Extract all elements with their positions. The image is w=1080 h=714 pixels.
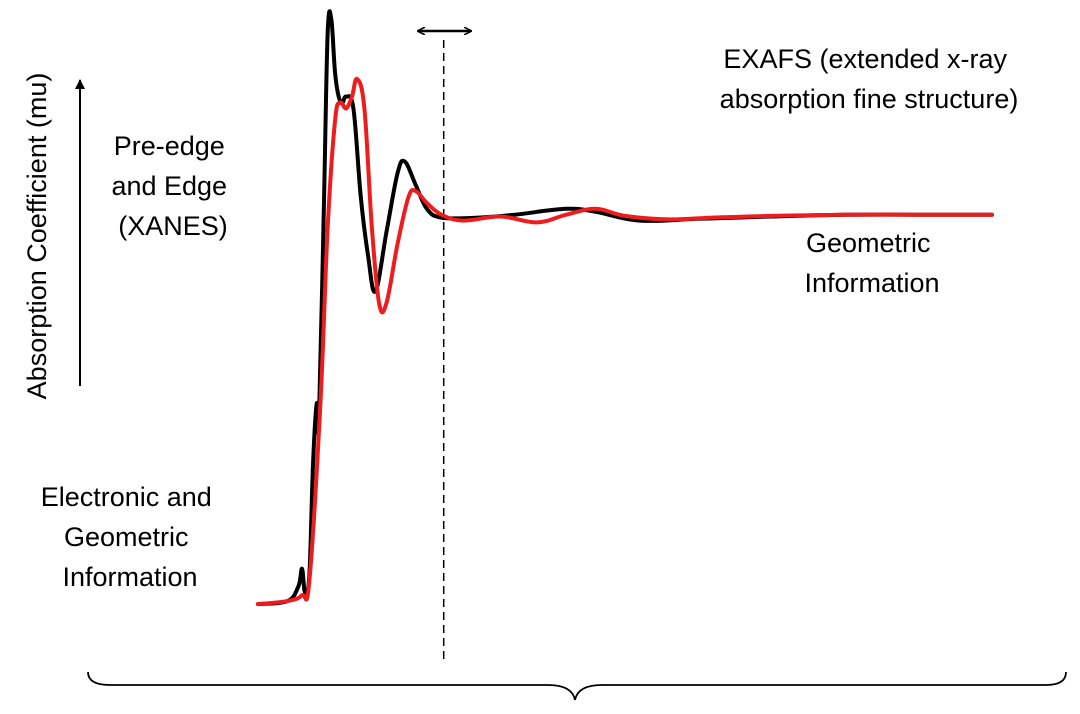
y-axis-label: Absorption Coefficient (mu) — [22, 73, 52, 400]
exafs-line-1: EXAFS (extended x-ray — [723, 44, 1007, 74]
plot-area — [256, 9, 994, 607]
geometric-line-1: Geometric — [806, 228, 931, 258]
pre-edge-line-3: (XANES) — [118, 211, 228, 241]
electronic-line-1: Electronic and — [41, 482, 212, 512]
series-line-2 — [256, 76, 994, 607]
pre-edge-line-2: and Edge — [111, 171, 227, 201]
geometric-line-2: Information — [804, 268, 939, 298]
electronic-line-2: Geometric — [64, 522, 189, 552]
geometric-annotation: Geometric Information — [804, 228, 939, 298]
electronic-annotation: Electronic and Geometric Information — [41, 482, 220, 592]
series-line-1 — [256, 9, 994, 607]
exafs-annotation: EXAFS (extended x-ray absorption fine st… — [720, 44, 1019, 114]
spectrum-brace — [87, 671, 1067, 701]
pre-edge-line-1: Pre-edge — [114, 131, 225, 161]
electronic-line-3: Information — [62, 562, 197, 592]
pre-edge-annotation: Pre-edge and Edge (XANES) — [111, 131, 234, 241]
exafs-line-2: absorption fine structure) — [720, 84, 1019, 114]
